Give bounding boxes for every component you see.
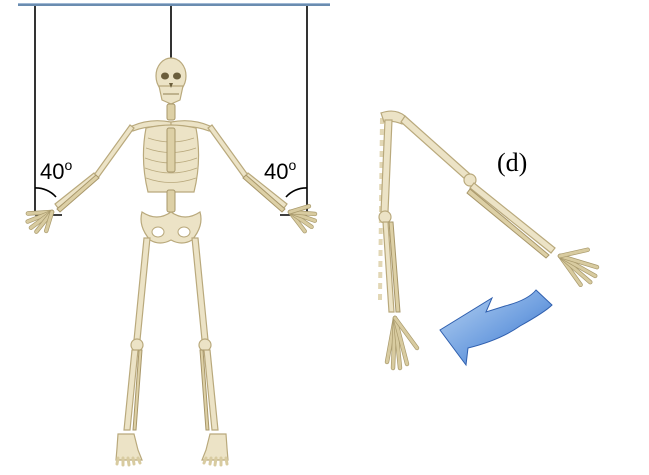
- left-angle-value: 40: [40, 159, 64, 184]
- right-angle-value: 40: [264, 159, 288, 184]
- right-angle-unit: o: [288, 157, 296, 173]
- left-arm: [24, 124, 135, 237]
- ceiling-bar: [18, 3, 330, 6]
- curved-arrow-icon: [439, 289, 553, 367]
- right-angle-label: 40o: [264, 157, 296, 184]
- right-leg: [191, 237, 230, 467]
- suspension-strings: [34, 6, 308, 215]
- left-leg: [114, 237, 151, 467]
- rib-cage: [142, 124, 200, 193]
- left-angle-label: 40o: [40, 157, 72, 184]
- panel-label: (d): [497, 148, 527, 177]
- arm-hanging: [378, 110, 420, 371]
- skeleton-icon: [24, 57, 320, 467]
- skull: [155, 57, 187, 105]
- left-angle-unit: o: [64, 157, 72, 173]
- right-arm: [207, 124, 320, 233]
- arm-raised: [400, 115, 600, 288]
